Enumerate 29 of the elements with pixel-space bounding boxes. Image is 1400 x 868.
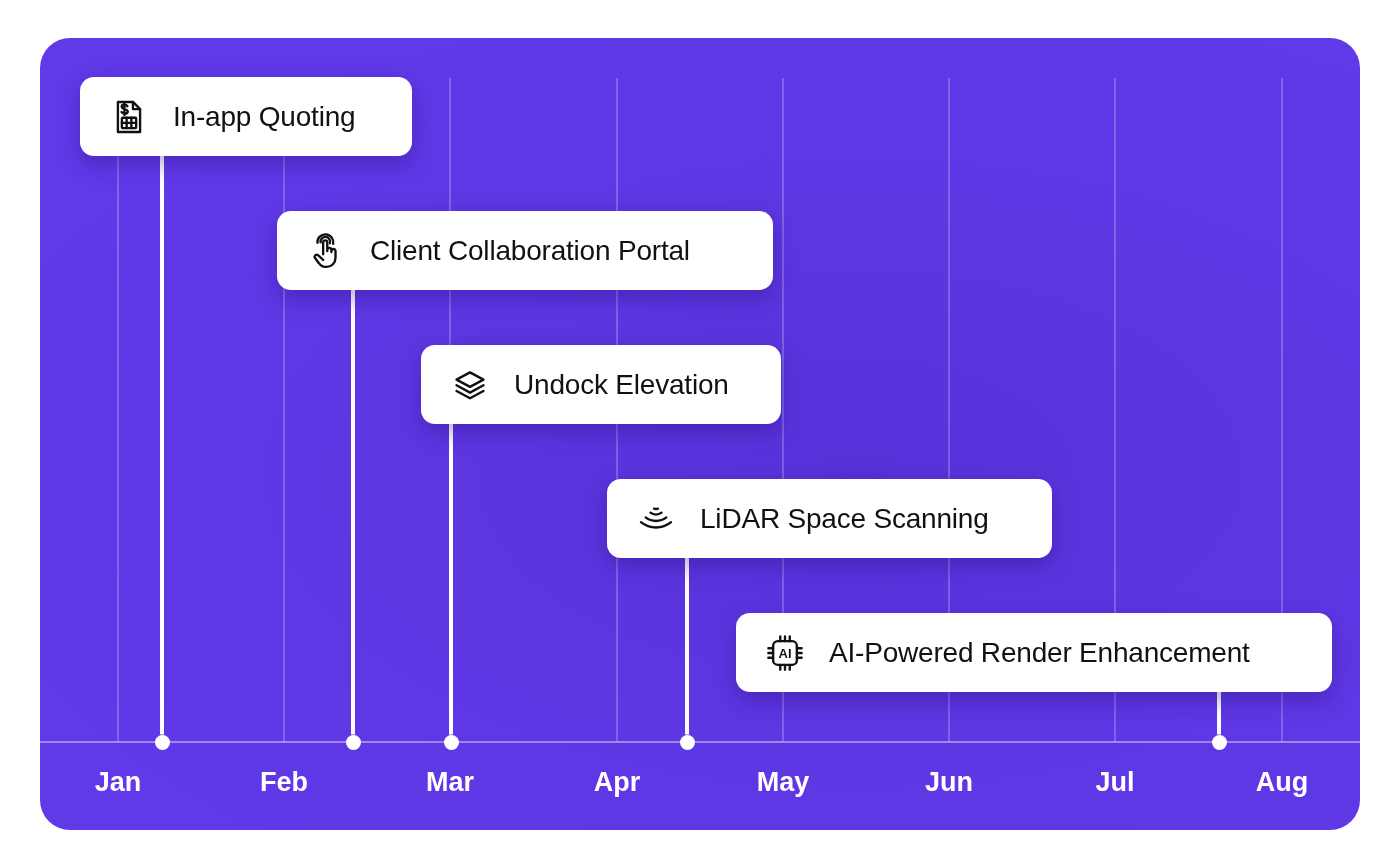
month-label: Mar [425,769,475,796]
month-label: Feb [259,769,309,796]
connector-line [1217,692,1221,735]
card-title: AI-Powered Render Enhancement [829,636,1250,669]
month-label: Jun [924,769,974,796]
connector-line [685,558,689,735]
connector-line [449,424,453,735]
month-label: Jul [1094,769,1136,796]
feature-card [607,479,1052,558]
timeline-dot [345,734,361,750]
month-label: Apr [592,769,642,796]
feature-card [421,345,781,424]
month-label: Aug [1254,769,1310,796]
card-title: In-app Quoting [173,100,356,133]
connector-line [160,156,164,735]
connector-line [351,290,355,735]
chip-label: AI [778,646,792,659]
timeline-dot [1211,734,1227,750]
month-label: Jan [93,769,143,796]
feature-card [736,613,1332,692]
card-title: Undock Elevation [514,368,729,401]
timeline-dot [679,734,695,750]
feature-card [277,211,773,290]
timeline-dot [154,734,170,750]
timeline-dot [443,734,459,750]
card-title: LiDAR Space Scanning [700,502,989,535]
card-title: Client Collaboration Portal [370,234,690,267]
feature-card [80,77,412,156]
month-label: May [755,769,811,796]
